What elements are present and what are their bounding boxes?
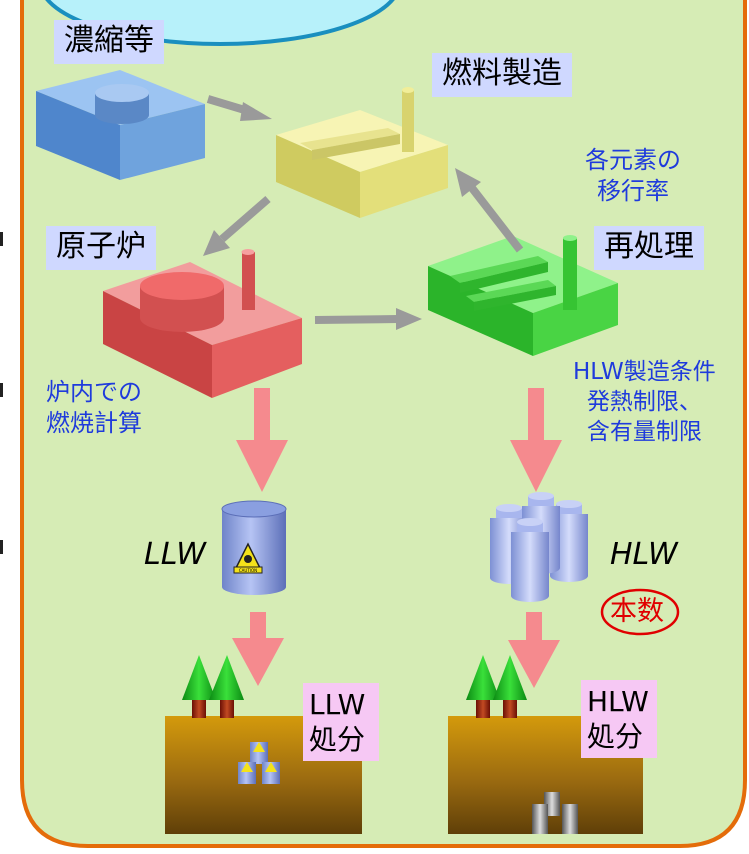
fuel-fabrication-facility	[276, 87, 448, 218]
flow-arrow-reactor-to-reprocessing	[314, 308, 422, 330]
hlw-conditions-line1: HLW製造条件	[573, 359, 716, 385]
label-hlw-disposal: HLW 処分	[581, 680, 657, 758]
label-burnup-calc: 炉内での 燃焼計算	[46, 377, 142, 439]
tree-icon	[209, 655, 244, 718]
hlw-conditions-line2: 発熱制限、	[586, 388, 702, 415]
buried-drums-icon	[238, 742, 280, 784]
burnup-calc-line1: 炉内での	[46, 378, 142, 406]
down-arrow-reactor-to-llw	[236, 388, 288, 492]
flow-arrow-enrichment-to-fuel	[206, 95, 272, 121]
down-arrow-llw-to-disposal	[232, 612, 284, 686]
reprocessing-facility	[428, 235, 618, 356]
down-arrow-hlw-to-disposal	[508, 612, 560, 688]
hlw-disposal-line1: HLW	[587, 685, 649, 718]
count-circle	[600, 588, 680, 636]
tree-icon	[182, 655, 216, 718]
caution-label: CAUTION	[239, 568, 257, 573]
label-llw: LLW	[144, 537, 206, 572]
hlw-conditions-line3: 含有量制限	[586, 418, 702, 445]
burnup-calc-line2: 燃焼計算	[46, 409, 142, 438]
tree-icon	[466, 655, 500, 718]
transfer-rate-line2: 移行率	[597, 177, 669, 206]
label-fuel-fabrication: 燃料製造	[432, 53, 572, 97]
label-transfer-rate: 各元素の 移行率	[585, 145, 681, 207]
flow-arrow-reprocessing-to-fuel	[455, 168, 524, 253]
label-llw-disposal: LLW 処分	[303, 683, 379, 761]
llw-disposal-line2: 処分	[309, 723, 366, 756]
llw-drum: CAUTION	[221, 500, 287, 595]
margin-marker	[0, 232, 3, 246]
hlw-disposal-line2: 処分	[587, 720, 644, 753]
reactor-facility	[103, 249, 302, 398]
flow-arrow-fuel-to-reactor	[203, 195, 271, 256]
down-arrow-reprocessing-to-hlw	[510, 388, 562, 492]
label-hlw-conditions: HLW製造条件 発熱制限、 含有量制限	[573, 358, 716, 448]
buried-canisters-icon	[532, 792, 578, 834]
background-panel	[20, 0, 747, 848]
label-enrichment: 濃縮等	[54, 20, 164, 64]
margin-marker	[0, 540, 3, 554]
margin-marker	[0, 383, 3, 397]
transfer-rate-line1: 各元素の	[585, 146, 681, 174]
enrichment-facility	[36, 70, 205, 180]
tree-icon	[493, 655, 527, 718]
label-hlw: HLW	[610, 537, 678, 572]
llw-disposal-line1: LLW	[309, 688, 366, 721]
label-reactor: 原子炉	[46, 226, 156, 270]
hlw-canisters	[490, 492, 588, 602]
label-reprocessing: 再処理	[594, 226, 704, 270]
label-count: 本数	[610, 596, 664, 627]
